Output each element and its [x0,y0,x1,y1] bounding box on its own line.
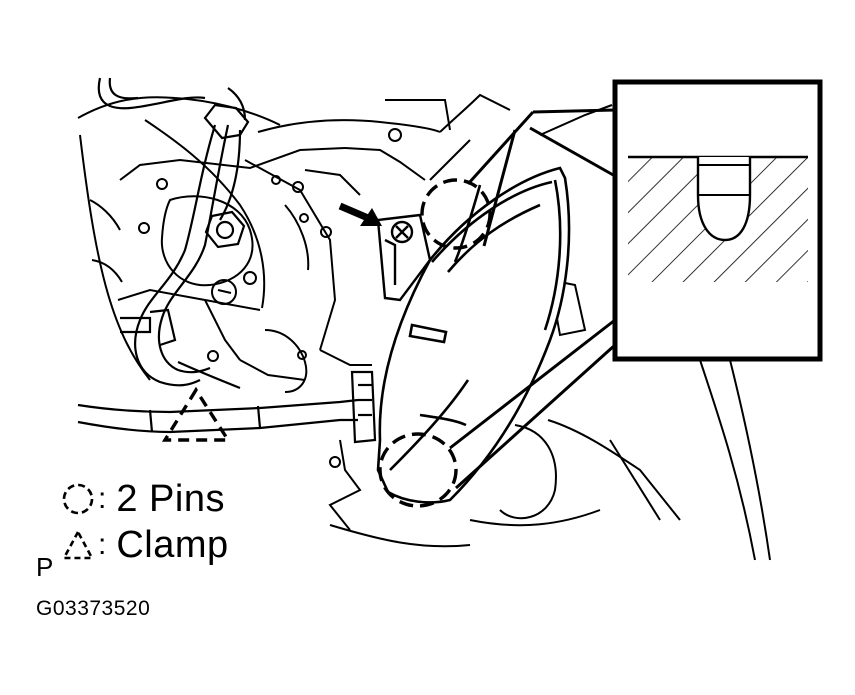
legend-pins-separator: : [98,482,107,515]
sensor-wire-harness [97,77,250,390]
pin-detail-inset [612,79,823,362]
view-letter: P [36,552,54,582]
caliper-bolt-holes [138,128,402,468]
legend-clamp: : Clamp [60,526,229,564]
legend-clamp-separator: : [98,528,107,561]
pin-location-markers [378,178,492,508]
legend-clamp-label: Clamp [116,524,229,566]
clamp-location-marker [161,386,232,442]
legend-pins: : 2 Pins [60,480,225,518]
shim-pointer-arrow [338,202,382,226]
brake-pad [376,166,571,504]
brake-hose [77,370,377,444]
detail-callout-lines [449,108,617,490]
legend-pins-label: 2 Pins [116,478,225,520]
dashed-circle-icon [62,483,94,515]
pad-support-bracket [376,213,432,302]
upper-pin-marker [420,178,492,250]
figure-code: G03373520 [36,597,151,620]
dashed-triangle-icon [61,529,95,560]
hub-nut [204,210,246,249]
lower-pin-marker [378,432,458,508]
